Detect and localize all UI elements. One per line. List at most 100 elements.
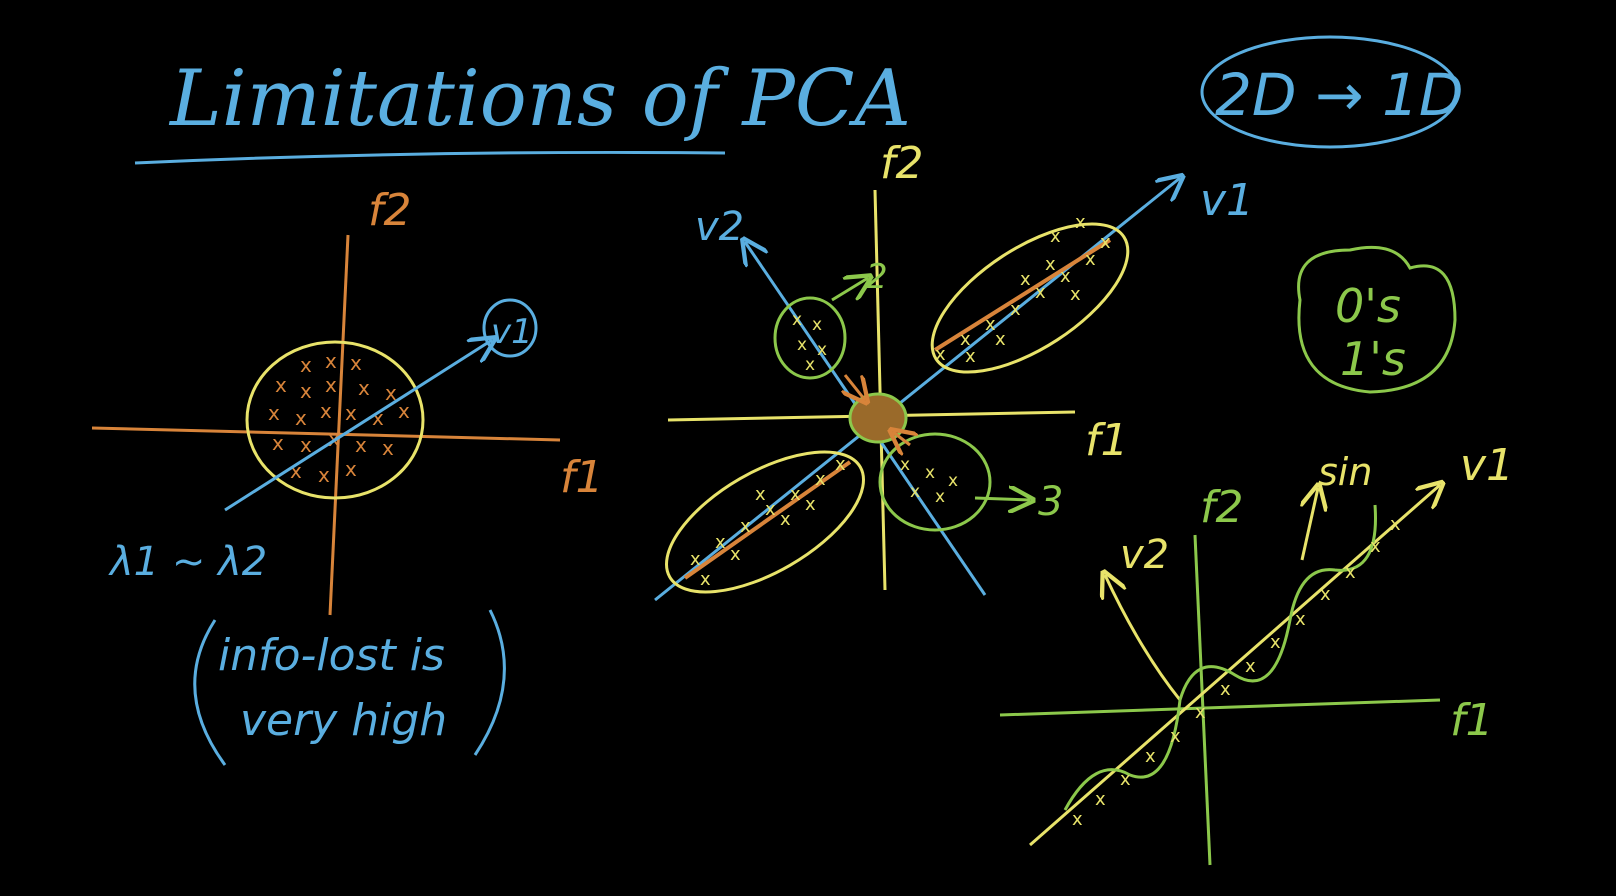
svg-text:x: x (382, 436, 394, 460)
corner-note: 2D → 1D (1200, 35, 1464, 149)
svg-text:x: x (995, 329, 1006, 350)
svg-text:x: x (355, 433, 367, 457)
digits-note-line-2: 1's (1340, 332, 1406, 386)
svg-text:x: x (792, 310, 802, 330)
left-info-line-2: very high (240, 695, 447, 746)
digits-note: 0's 1's (1297, 245, 1457, 394)
svg-text:x: x (268, 401, 280, 425)
center-orange-arrow-2 (893, 432, 910, 445)
left-info-line-1: info-lost is (218, 630, 445, 681)
left-eigen-note: λ1 ~ λ2 (108, 539, 267, 585)
svg-text:x: x (345, 457, 357, 481)
center-cluster-upper-right (930, 222, 1130, 374)
svg-text:x: x (1060, 266, 1071, 287)
center-cluster-lower-left (665, 450, 865, 594)
svg-text:x: x (300, 433, 312, 457)
svg-text:x: x (925, 463, 935, 483)
svg-text:x: x (805, 494, 816, 515)
svg-text:x: x (1120, 769, 1131, 790)
title-underline (134, 150, 726, 165)
right-y-axis-label: f2 (1200, 482, 1243, 533)
svg-text:x: x (1170, 726, 1181, 747)
left-v1-arrow (224, 340, 492, 512)
svg-text:x: x (318, 463, 330, 487)
right-y-axis (1193, 534, 1212, 866)
center-cluster-2 (773, 296, 847, 380)
svg-text:x: x (797, 335, 807, 355)
center-cluster-lower-left-fit (683, 460, 852, 580)
svg-text:x: x (985, 314, 996, 335)
svg-text:x: x (1020, 269, 1031, 290)
svg-text:x: x (295, 406, 307, 430)
right-sin-label: sin (1318, 450, 1372, 494)
right-v1-label: v1 (1460, 440, 1514, 491)
svg-text:x: x (1270, 632, 1281, 653)
digits-note-line-1: 0's (1335, 279, 1401, 333)
svg-text:x: x (817, 340, 827, 360)
center-cluster-2-label: 2 (866, 257, 888, 297)
svg-text:x: x (320, 399, 332, 423)
right-x-axis-label: f1 (1450, 695, 1493, 746)
center-x-axis-label: f1 (1085, 415, 1128, 466)
svg-text:x: x (325, 373, 337, 397)
svg-text:x: x (345, 401, 357, 425)
svg-text:x: x (1070, 284, 1081, 305)
svg-text:x: x (812, 315, 822, 335)
center-v1-arrow (654, 178, 1180, 602)
svg-text:x: x (398, 399, 410, 423)
center-cluster-upper-right-fit (933, 238, 1112, 352)
svg-text:x: x (1295, 609, 1306, 630)
left-info-paren-open (193, 619, 227, 766)
svg-text:x: x (1390, 514, 1401, 535)
title-group: Limitations of PCA (134, 54, 911, 165)
svg-text:x: x (755, 484, 766, 505)
svg-text:x: x (272, 431, 284, 455)
right-v2-label: v2 (1120, 532, 1169, 578)
svg-text:x: x (1245, 656, 1256, 677)
svg-text:x: x (325, 349, 337, 373)
svg-text:x: x (730, 544, 741, 565)
svg-text:x: x (1145, 746, 1156, 767)
svg-text:x: x (935, 344, 946, 365)
svg-text:x: x (358, 376, 370, 400)
svg-text:x: x (1220, 679, 1231, 700)
center-cluster-2-arrow (831, 278, 868, 302)
svg-text:x: x (1010, 299, 1021, 320)
svg-text:x: x (1050, 226, 1061, 247)
center-v1-label: v1 (1200, 175, 1254, 226)
svg-text:x: x (1095, 789, 1106, 810)
svg-text:x: x (965, 346, 976, 367)
left-y-axis-label: f2 (368, 185, 411, 236)
center-v2-label: v2 (695, 204, 744, 250)
left-x-axis (91, 426, 561, 442)
svg-text:x: x (765, 499, 776, 520)
svg-text:x: x (715, 532, 726, 553)
svg-text:x: x (700, 569, 711, 590)
svg-text:x: x (1320, 584, 1331, 605)
left-y-axis (328, 234, 350, 616)
right-sin-curve (1063, 504, 1377, 811)
svg-text:x: x (1045, 254, 1056, 275)
right-x-axis (999, 698, 1441, 717)
svg-text:x: x (300, 379, 312, 403)
left-data-cloud (245, 340, 425, 500)
right-sin-pointer (1302, 488, 1318, 561)
svg-text:x: x (385, 381, 397, 405)
svg-text:x: x (1035, 282, 1046, 303)
svg-text:x: x (1085, 249, 1096, 270)
svg-text:x: x (350, 351, 362, 375)
svg-text:x: x (1345, 562, 1356, 583)
svg-text:x: x (275, 373, 287, 397)
svg-text:x: x (900, 455, 910, 475)
svg-text:x: x (1075, 212, 1086, 233)
corner-note-ellipse (1200, 35, 1460, 149)
left-v1-label: v1 (491, 312, 533, 352)
left-v1-circle (482, 298, 538, 358)
